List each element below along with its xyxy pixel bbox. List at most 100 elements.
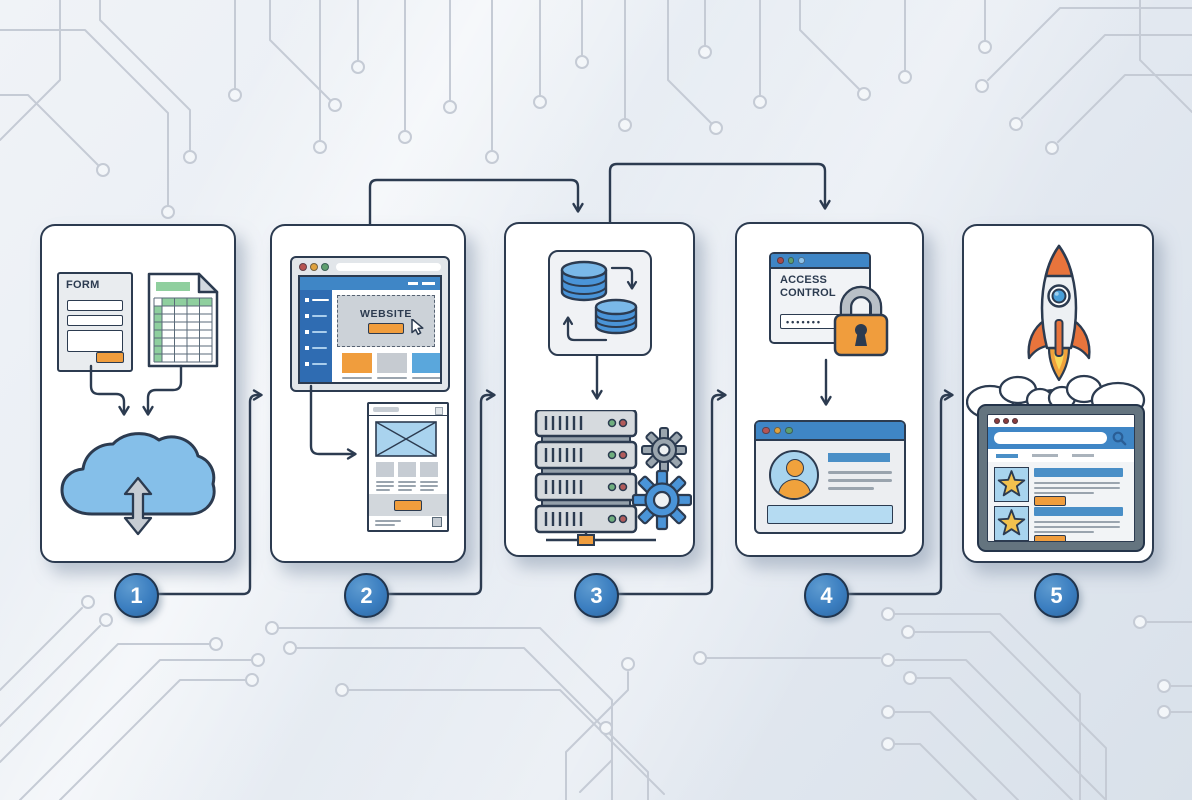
site-header-bar (300, 277, 440, 290)
access-control-window: ACCESS CONTROL ••••••• (769, 252, 871, 344)
window-titlebar (771, 254, 869, 269)
form-field (67, 300, 123, 311)
wireframe-footer-band (369, 494, 447, 516)
form-label: FORM (66, 279, 100, 291)
wireframe-button (394, 500, 422, 511)
gear-icon (631, 469, 692, 531)
cloud-sync-icon (60, 432, 216, 536)
traffic-light-red-icon (762, 426, 770, 435)
step-card-4: ACCESS CONTROL ••••••• (735, 222, 924, 557)
database-sync-icon (560, 260, 638, 342)
active-tab-dash (996, 454, 1018, 458)
traffic-light-icon (994, 418, 1000, 424)
result-thumbnail (994, 467, 1029, 502)
step-number: 2 (360, 582, 373, 608)
database-cylinder-icon (594, 298, 638, 335)
server-rack-icon (534, 410, 692, 546)
results-browser-icon (977, 404, 1145, 552)
search-input (994, 432, 1107, 444)
browser-chrome (292, 258, 448, 275)
traffic-light-green-icon (321, 262, 329, 271)
site-sidebar (300, 290, 332, 382)
menu-dash (408, 282, 418, 285)
wireframe-block (398, 462, 416, 477)
step-badge-4: 4 (804, 573, 849, 618)
wireframe-page-icon (367, 402, 449, 532)
upload-download-arrow-icon (123, 476, 153, 536)
step-badge-3: 3 (574, 573, 619, 618)
database-cylinder-icon (560, 260, 608, 302)
wireframe-tab (373, 407, 399, 412)
website-hero-banner: WEBSITE (337, 295, 435, 347)
step-card-5 (962, 224, 1154, 563)
database-sync-panel (548, 250, 652, 356)
image-placeholder-icon (375, 421, 437, 457)
step-number: 4 (820, 582, 833, 608)
form-field (67, 315, 123, 326)
access-control-label: ACCESS CONTROL (780, 274, 836, 299)
traffic-light-green-icon (785, 426, 793, 435)
result-title-bar (1034, 468, 1123, 477)
form-submit-button (96, 352, 124, 363)
network-cable (546, 532, 656, 546)
tab-dash (1032, 454, 1058, 457)
window-titlebar (756, 422, 904, 441)
traffic-light-blue-icon (798, 257, 805, 264)
nav-tabs-strip (988, 449, 1134, 462)
padlock-icon (833, 285, 889, 357)
hero-cta-button (368, 323, 404, 334)
step-badge-2: 2 (344, 573, 389, 618)
tab-dash (1072, 454, 1094, 457)
result-button (1034, 496, 1066, 506)
circuit-nodes (81, 40, 1171, 751)
menu-dash (422, 282, 435, 285)
browser-strip (988, 415, 1134, 427)
search-icon (1112, 431, 1127, 446)
form-textarea (67, 330, 123, 352)
website-viewport: WEBSITE (298, 275, 442, 384)
traffic-light-red-icon (777, 257, 784, 264)
user-profile-window (754, 420, 906, 534)
content-tile-orange (342, 353, 372, 373)
result-thumbnail (994, 506, 1029, 541)
result-title-bar (1034, 507, 1123, 516)
cursor-icon (411, 319, 424, 336)
content-tile-blue (412, 353, 440, 373)
results-browser-screen (987, 414, 1135, 542)
search-bar-band (988, 427, 1134, 449)
step-badge-5: 5 (1034, 573, 1079, 618)
spreadsheet-icon (147, 272, 219, 368)
browser-window-icon: WEBSITE (290, 256, 450, 392)
result-button (1034, 535, 1066, 541)
form-document-icon: FORM (57, 272, 133, 372)
user-avatar-icon (769, 450, 819, 500)
star-icon (997, 470, 1026, 497)
star-icon (997, 509, 1026, 536)
step-number: 3 (590, 582, 603, 608)
address-bar (336, 262, 441, 271)
profile-action-bar (767, 505, 893, 524)
traffic-light-icon (1003, 418, 1009, 424)
gear-icon (641, 427, 687, 473)
profile-headline-bar (828, 453, 890, 462)
step-card-2: WEBSITE (270, 224, 466, 563)
rocket-icon (1027, 244, 1091, 382)
step-number: 1 (130, 582, 143, 608)
wireframe-menu-icon (435, 407, 443, 415)
wireframe-block (420, 462, 438, 477)
results-list (988, 462, 1134, 541)
traffic-light-icon (1012, 418, 1018, 424)
step-number: 5 (1050, 582, 1063, 608)
traffic-light-yellow-icon (773, 426, 781, 435)
sync-arrows (562, 266, 638, 342)
traffic-light-green-icon (787, 257, 794, 264)
website-label: WEBSITE (359, 308, 413, 320)
traffic-light-red-icon (299, 262, 307, 271)
step-badge-1: 1 (114, 573, 159, 618)
content-tile-gray (377, 353, 407, 373)
step-card-3 (504, 222, 695, 557)
wireframe-footer-square (432, 517, 442, 527)
